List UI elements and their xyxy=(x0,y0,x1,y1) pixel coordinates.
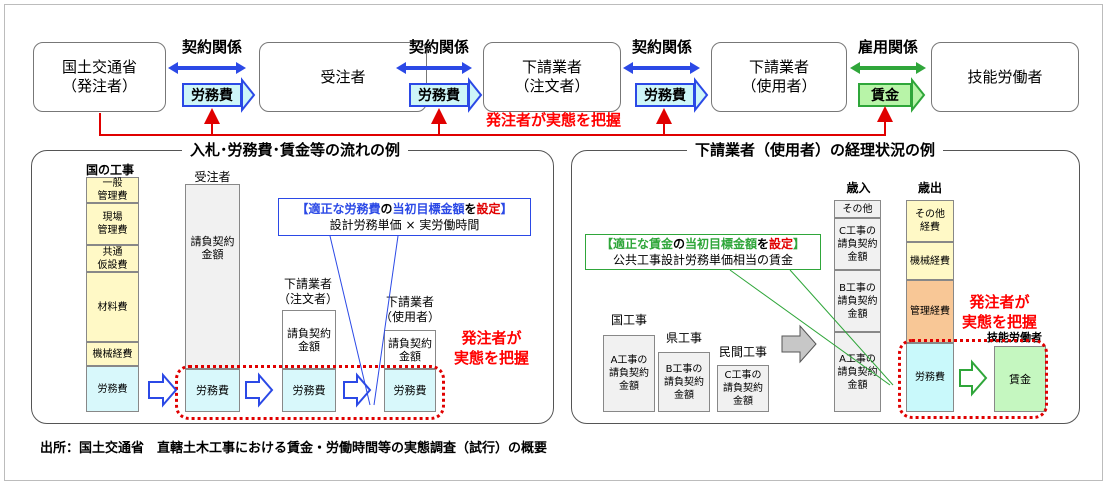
relation-label-3: 契約関係 xyxy=(632,38,693,56)
labor-cost-pill-1: 労務費 xyxy=(182,83,242,107)
kuni-seg-labor: 労務費 xyxy=(86,366,139,412)
kuni-seg-machine: 機械経費 xyxy=(86,342,139,366)
juchu-title: 受注者 xyxy=(194,170,231,184)
labor-cost-pill-3: 労務費 xyxy=(635,83,695,107)
kuni-work-contract: A工事の 請負契約 金額 xyxy=(603,335,655,412)
entity-sub-employer-name: 下請業者 xyxy=(748,58,809,76)
income-seg-b: B工事の 請負契約 金額 xyxy=(834,270,881,332)
sub2-contract: 請負契約 金額 xyxy=(384,330,436,369)
entity-mlit: 国土交通省 （発注者） xyxy=(33,42,166,112)
sub1-title: 下請業者 （注文者） xyxy=(277,277,338,306)
expense-title: 歳出 xyxy=(917,181,942,195)
income-seg-c: C工事の 請負契約 金額 xyxy=(834,218,881,270)
entity-mlit-name: 国土交通省 xyxy=(61,58,137,76)
entity-contractor-name: 受注者 xyxy=(320,67,366,86)
ken-work-contract: B工事の 請負契約 金額 xyxy=(658,352,710,412)
right-callout-line1: 【適正な賃金の当初目標金額を設定】 xyxy=(600,237,806,251)
entity-contractor: 受注者 xyxy=(259,42,427,112)
expense-seg-labor: 労務費 xyxy=(906,343,954,412)
grasp-label-top: 発注者が実態を把握 xyxy=(482,113,626,128)
right-callout: 【適正な賃金の当初目標金額を設定】 公共工事設計労務単価相当の賃金 xyxy=(585,234,821,270)
kuni-seg-temp: 共通 仮設費 xyxy=(86,245,139,272)
income-seg-a: A工事の 請負契約 金額 xyxy=(834,332,881,412)
entity-worker: 技能労働者 xyxy=(931,42,1079,112)
left-panel-title: 入札･労務費･賃金等の流れの例 xyxy=(182,139,409,160)
expense-seg-other: その他 経費 xyxy=(906,200,954,242)
kuni-seg-material: 材料費 xyxy=(86,272,139,342)
relation-label-2: 契約関係 xyxy=(409,38,470,56)
left-grasp-label: 発注者が 実態を把握 xyxy=(454,329,530,367)
entity-worker-name: 技能労働者 xyxy=(967,67,1043,86)
juchu-contract: 請負契約 金額 xyxy=(185,184,240,369)
entity-mlit-role: （発注者） xyxy=(61,77,137,95)
expense-seg-machine: 機械経費 xyxy=(906,242,954,280)
entity-sub-orderer: 下請業者 （注文者） xyxy=(483,42,621,112)
left-grasp-frame xyxy=(175,365,445,420)
entity-sub-employer: 下請業者 （使用者） xyxy=(711,42,847,112)
relation-label-4: 雇用関係 xyxy=(858,38,919,56)
entity-sub-employer-role: （使用者） xyxy=(741,77,817,95)
left-callout-line2: 設計労務単価 × 実労働時間 xyxy=(329,218,480,232)
entity-sub-orderer-name: 下請業者 xyxy=(521,58,582,76)
income-title: 歳入 xyxy=(846,181,871,195)
kuni-seg-site: 現場 管理費 xyxy=(86,203,139,245)
left-callout: 【適正な労務費の当初目標金額を設定】 設計労務単価 × 実労働時間 xyxy=(278,198,531,236)
right-grasp-label: 発注者が 実態を把握 xyxy=(962,293,1038,331)
income-seg-other: その他 xyxy=(834,200,881,218)
sub1-contract: 請負契約 金額 xyxy=(282,310,336,369)
right-callout-line2: 公共工事設計労務単価相当の賃金 xyxy=(612,253,793,267)
juchu-labor: 労務費 xyxy=(185,369,240,412)
left-callout-line1: 【適正な労務費の当初目標金額を設定】 xyxy=(296,202,513,216)
right-panel-title: 下請業者（使用者）の経理状況の例 xyxy=(687,139,944,160)
sub2-title: 下請業者 （使用者） xyxy=(379,295,440,324)
labor-cost-pill-2: 労務費 xyxy=(409,83,469,107)
expense-seg-admin: 管理経費 xyxy=(906,280,954,343)
minkan-work-title: 民間工事 xyxy=(718,345,767,359)
kuni-title: 国の工事 xyxy=(86,163,135,177)
wage-pill: 賃金 xyxy=(858,83,912,107)
kuni-seg-general: 一般 管理費 xyxy=(86,177,139,203)
kuni-work-title: 国工事 xyxy=(610,313,647,327)
sub1-labor: 労務費 xyxy=(282,369,336,412)
source-note: 出所：国土交通省 直轄土木工事における賃金・労働時間等の実態調査（試行）の概要 xyxy=(40,441,548,456)
relation-label-1: 契約関係 xyxy=(182,38,243,56)
right-grasp-frame xyxy=(898,339,1048,419)
entity-sub-orderer-role: （注文者） xyxy=(514,77,590,95)
minkan-work-contract: C工事の 請負契約 金額 xyxy=(717,365,769,412)
figure-frame xyxy=(4,4,1103,481)
ken-work-title: 県工事 xyxy=(665,331,702,345)
